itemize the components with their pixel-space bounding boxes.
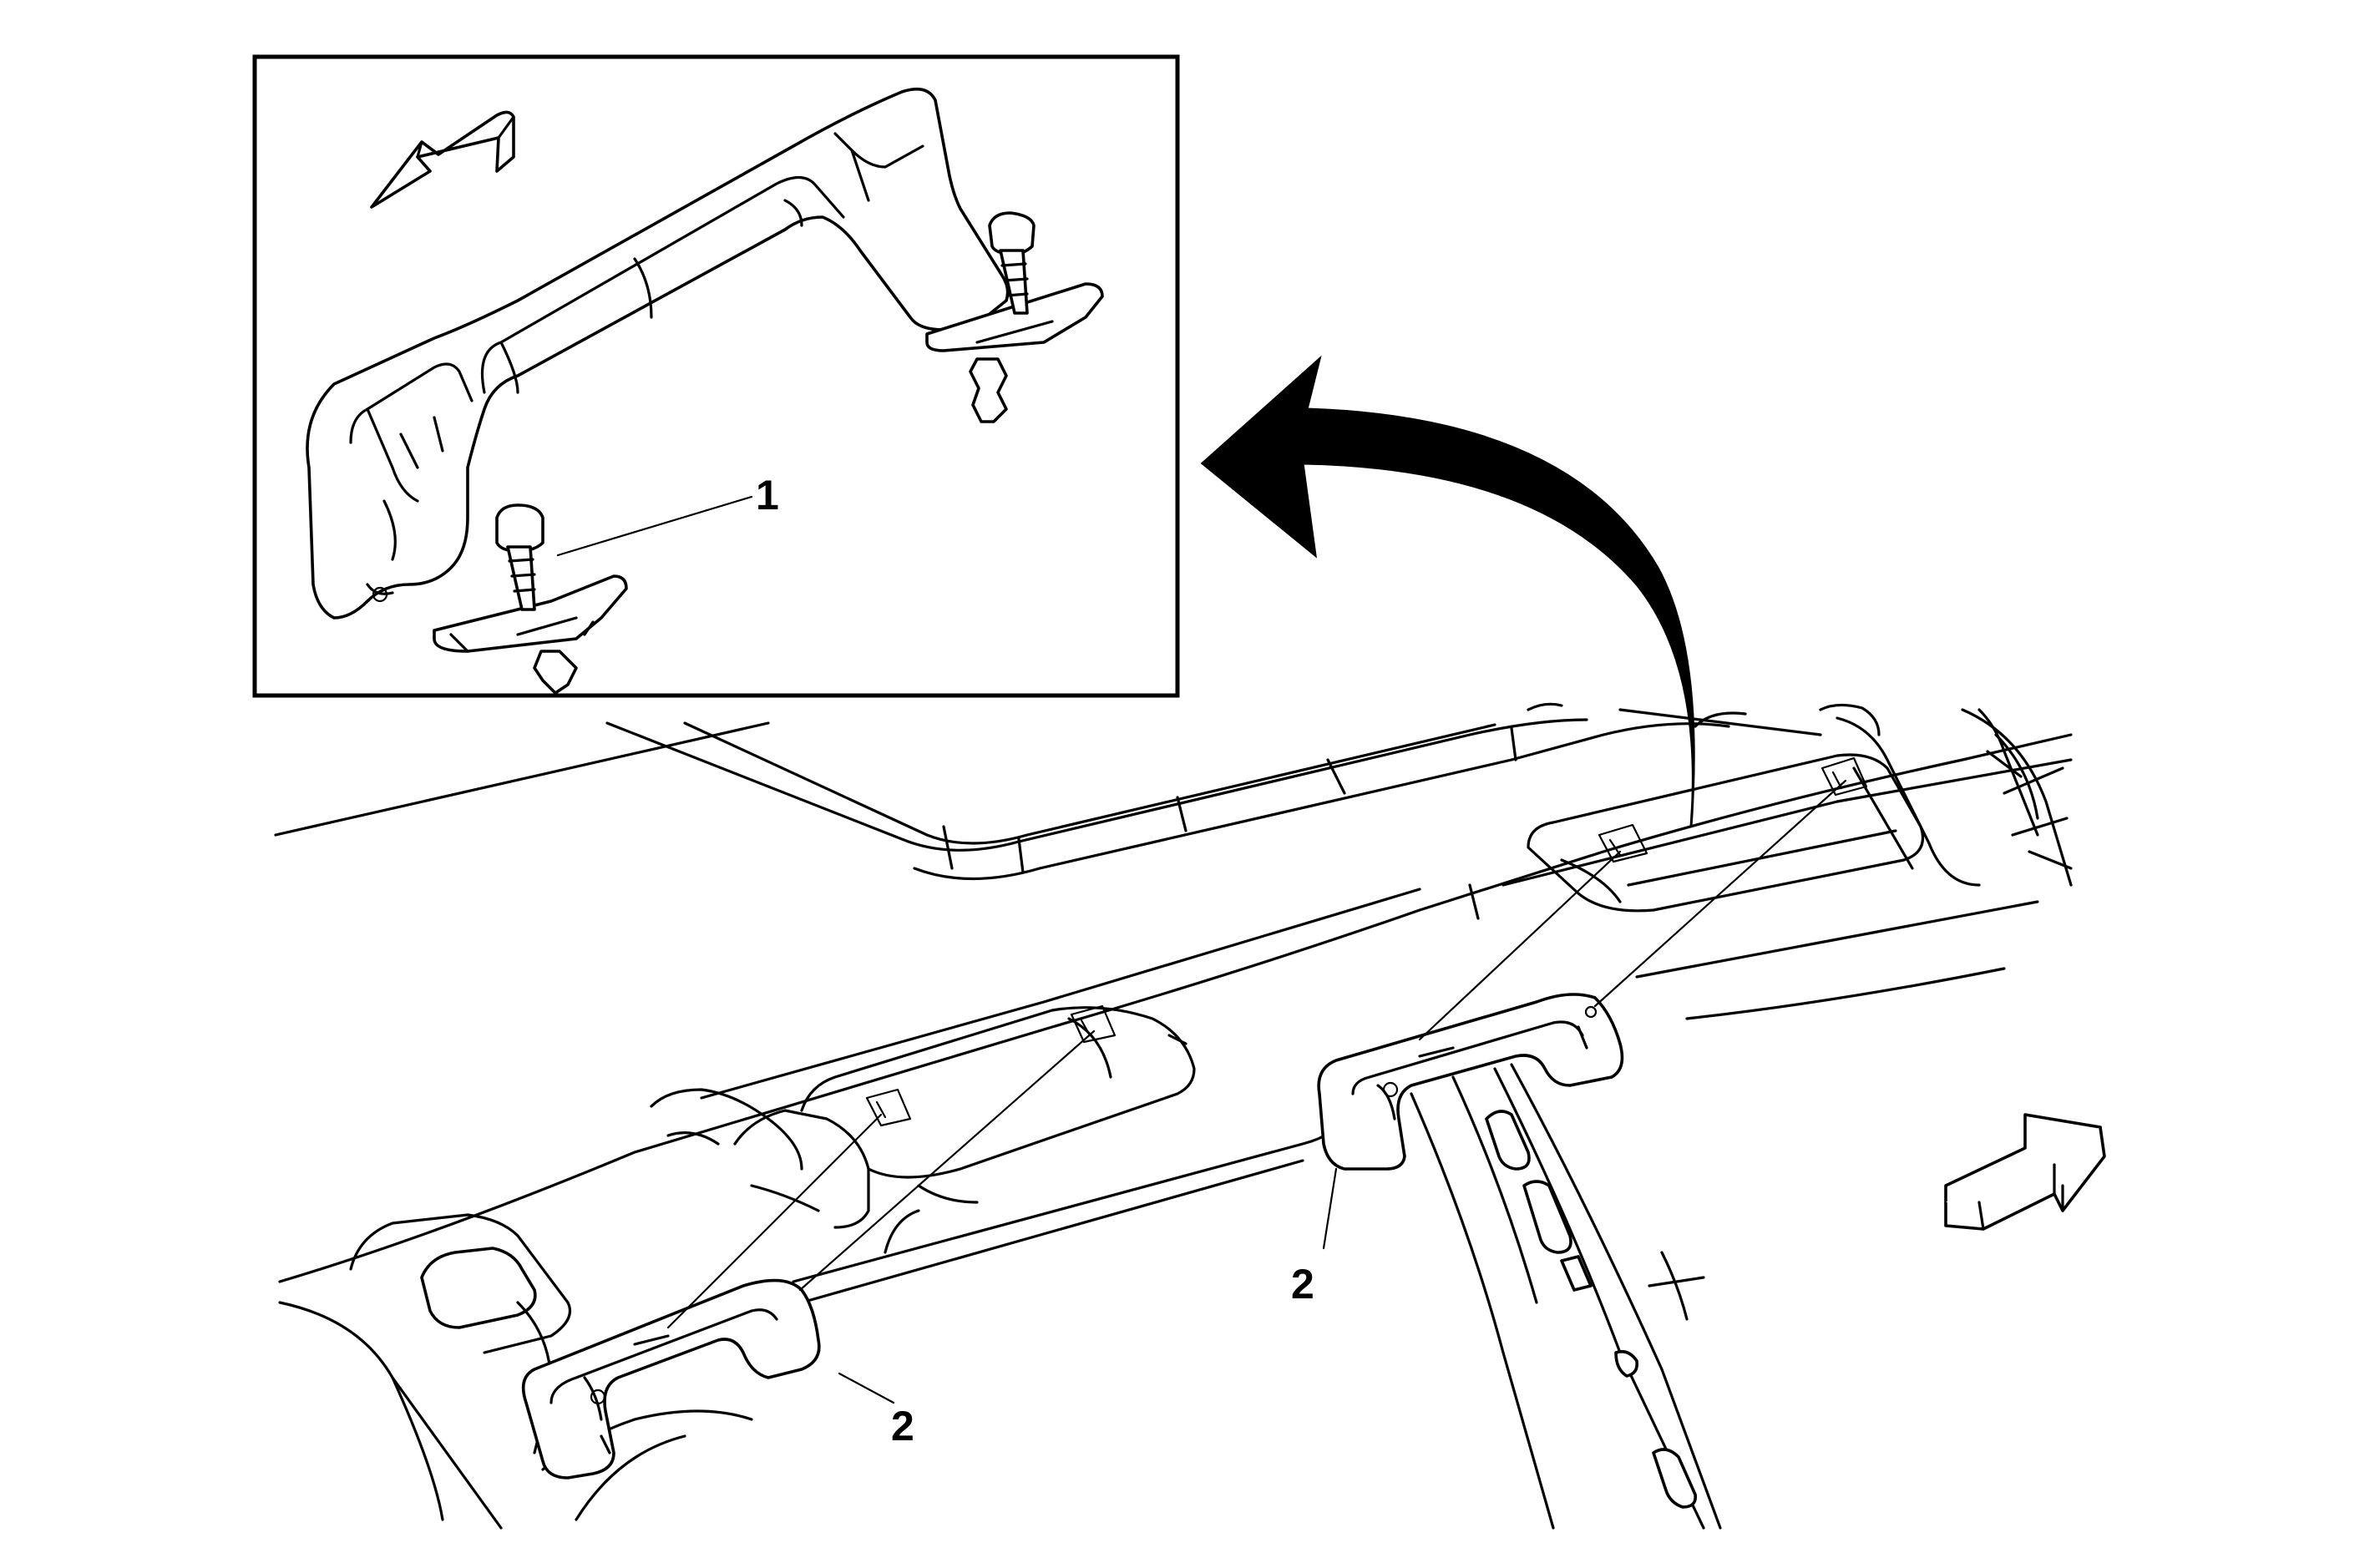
b-pillar-trim <box>1410 1063 1722 1530</box>
callout-2-label-right: 2 <box>1291 1261 1314 1308</box>
arrow-forward-icon <box>370 110 515 209</box>
headliner-roof-rail <box>274 702 2073 1530</box>
assist-handle-left <box>521 1278 821 1480</box>
headliner-clip-slot <box>865 1088 912 1127</box>
curved-arrow-icon <box>1200 355 1695 827</box>
installation-leader-lines <box>666 779 1847 1404</box>
assist-handle-detail <box>306 87 1104 695</box>
assist-handle-right <box>1317 993 1624 1171</box>
detail-inset: 1 <box>252 54 1180 698</box>
callout-2-label-left: 2 <box>891 1403 914 1449</box>
arrow-forward-icon <box>1944 1113 2106 1231</box>
callout-1-label: 1 <box>756 472 779 518</box>
headliner-clip-slot <box>1070 1004 1117 1044</box>
